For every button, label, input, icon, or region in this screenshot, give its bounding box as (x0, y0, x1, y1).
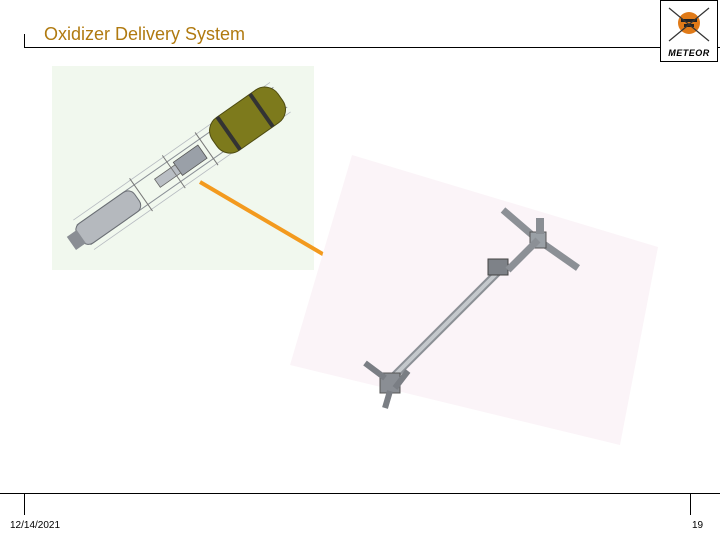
logo-text: METEOR (668, 48, 710, 58)
footer-rule (0, 493, 720, 494)
page-number: 19 (692, 520, 704, 531)
header-left-tick (24, 34, 25, 48)
slide-title: Oxidizer Delivery System (44, 24, 246, 44)
footer-date: 12/14/2021 (10, 520, 61, 531)
footer-right-tick (690, 493, 691, 515)
tank-assembly-image (52, 66, 314, 270)
logo-emblem-icon (668, 7, 710, 42)
meteor-logo: METEOR (660, 0, 718, 62)
footer-left-tick (24, 493, 25, 515)
feed-line-image (290, 155, 658, 445)
header-rule (24, 47, 720, 48)
